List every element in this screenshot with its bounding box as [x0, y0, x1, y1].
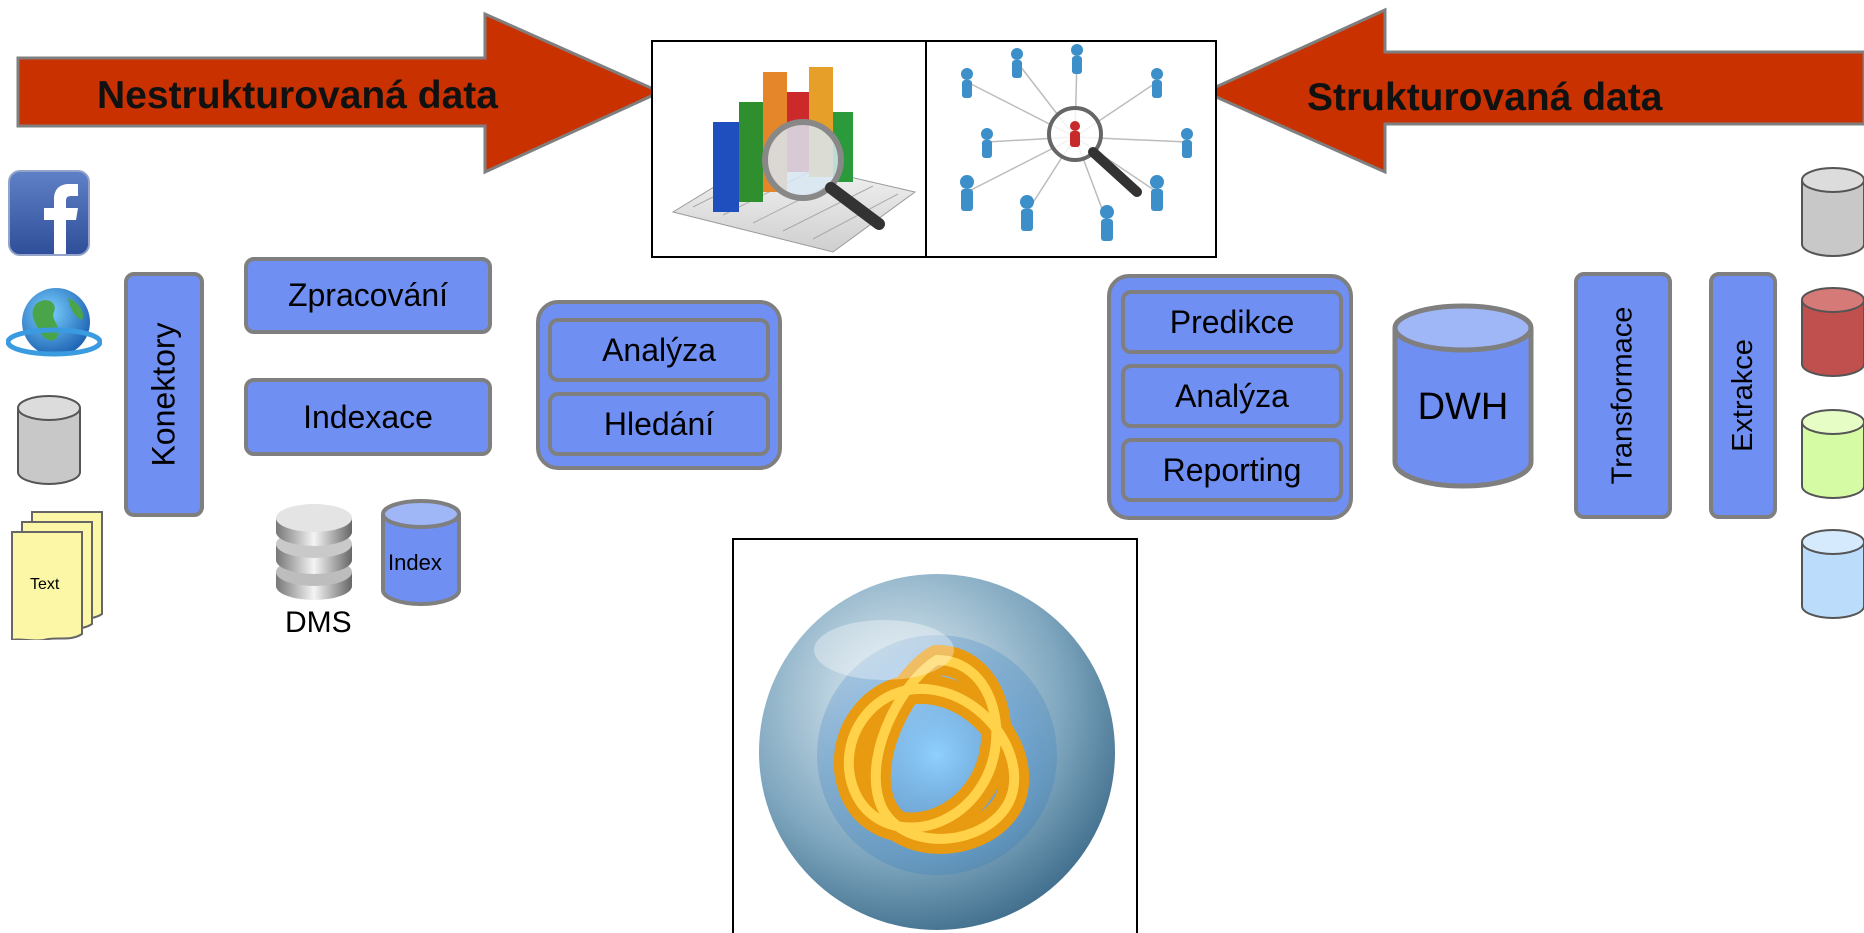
- structured-analysis-box: Analýza: [1121, 364, 1343, 428]
- structured-data-arrow: [1205, 7, 1864, 175]
- search-box: Hledání: [548, 392, 770, 456]
- unstructured-data-label: Nestrukturovaná data: [97, 74, 498, 117]
- connectors-label: Konektory: [145, 322, 182, 467]
- knot-logo-picture: [732, 538, 1138, 933]
- transformation-box: Transformace: [1574, 272, 1672, 519]
- blue-database-icon: [1801, 529, 1864, 619]
- unstructured-analysis-group: Analýza Hledání: [536, 300, 782, 470]
- globe-icon: [6, 284, 102, 366]
- index-database: Index: [380, 498, 462, 608]
- search-label: Hledání: [603, 405, 715, 442]
- structured-analysis-group: Predikce Analýza Reporting: [1107, 274, 1353, 520]
- text-document-label: Text: [30, 576, 60, 593]
- gray-database-icon: [1801, 167, 1864, 257]
- reporting-box: Reporting: [1121, 438, 1343, 502]
- prediction-box: Predikce: [1121, 290, 1343, 354]
- dms-server-icon: [276, 504, 352, 600]
- dwh-database: DWH: [1391, 302, 1535, 490]
- transformation-label: Transformace: [1606, 306, 1639, 485]
- structured-data-label: Strukturovaná data: [1307, 76, 1663, 119]
- social-network-picture: [925, 40, 1217, 258]
- extraction-label: Extrakce: [1726, 339, 1759, 452]
- indexing-box: Indexace: [244, 378, 492, 456]
- facebook-icon: [8, 170, 90, 256]
- dms-label: DMS: [285, 606, 352, 639]
- unstructured-data-arrow: [16, 11, 660, 175]
- red-database-icon: [1801, 287, 1864, 377]
- database-source-icon: [17, 395, 81, 485]
- index-label: Index: [388, 550, 442, 575]
- analytics-chart-picture: [651, 40, 927, 258]
- indexing-label: Indexace: [303, 398, 433, 435]
- prediction-label: Predikce: [1169, 303, 1295, 340]
- extraction-box: Extrakce: [1709, 272, 1777, 519]
- analysis-label: Analýza: [602, 331, 716, 368]
- text-document-icon: Text: [10, 510, 106, 640]
- connectors-box: Konektory: [124, 272, 204, 517]
- analysis-box: Analýza: [548, 318, 770, 382]
- structured-analysis-label: Analýza: [1175, 377, 1289, 414]
- processing-label: Zpracování: [287, 277, 449, 313]
- green-database-icon: [1801, 409, 1864, 499]
- dwh-label: DWH: [1417, 386, 1509, 428]
- processing-box: Zpracování: [244, 257, 492, 334]
- reporting-label: Reporting: [1162, 451, 1302, 488]
